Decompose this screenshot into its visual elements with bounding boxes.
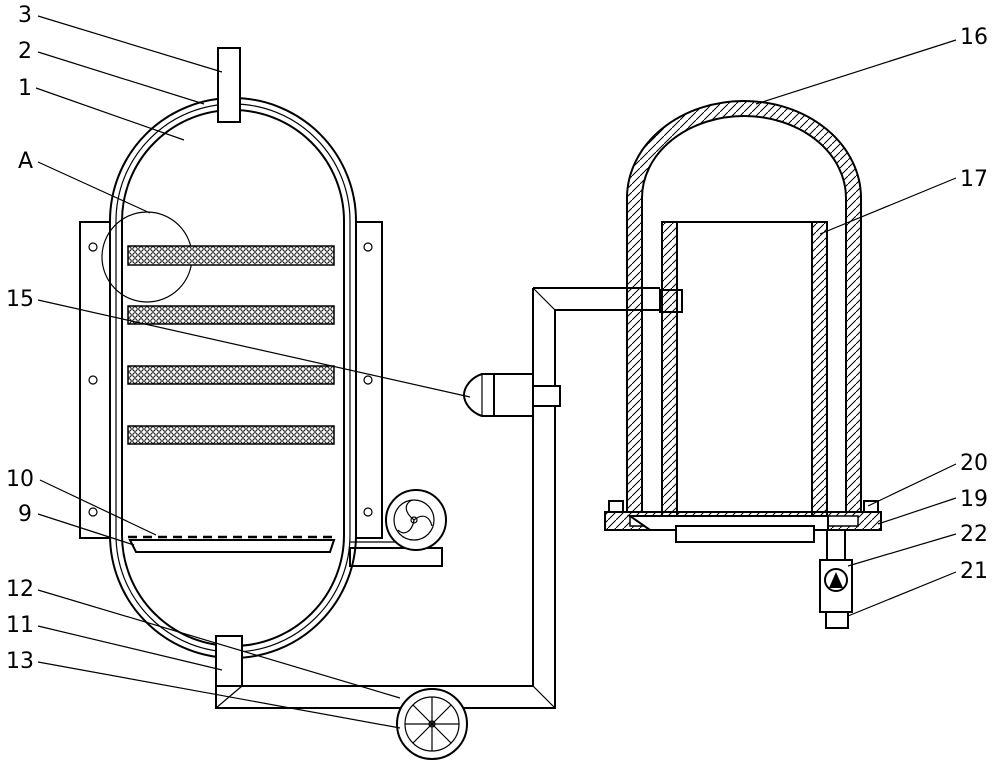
drain-outlet: [825, 611, 849, 629]
fan-base: [349, 547, 443, 567]
label-2: 2: [18, 39, 32, 64]
fan-housing: [385, 489, 447, 551]
bolt-hole: [363, 242, 373, 252]
label-11: 11: [6, 613, 34, 638]
label-15: 15: [6, 287, 34, 312]
label-20: 20: [960, 451, 988, 476]
mesh-tray: [127, 425, 335, 445]
label-16: 16: [960, 25, 988, 50]
fan-rotor: [393, 499, 435, 541]
label-17: 17: [960, 167, 988, 192]
mesh-tray: [127, 305, 335, 325]
mesh-tray: [127, 245, 335, 266]
bolt-hole: [363, 507, 373, 517]
fan-hub: [410, 516, 418, 524]
drain-valve-symbol: [829, 572, 843, 588]
label-10: 10: [6, 467, 34, 492]
top-pipe: [217, 47, 241, 123]
bottom-pipe-lower: [215, 310, 556, 709]
condenser-assembly: [604, 100, 882, 629]
pipe-miter: [532, 287, 556, 311]
fan-blade: [397, 519, 415, 534]
bottom-tray: [128, 539, 336, 553]
label-1: 1: [18, 76, 32, 101]
label-13: 13: [6, 649, 34, 674]
label-3: 3: [18, 3, 32, 28]
label-9: 9: [18, 502, 32, 527]
label-a: A: [18, 149, 33, 174]
pipe-miter: [532, 685, 556, 709]
fan-blade: [413, 515, 433, 527]
valve-stem: [532, 385, 561, 407]
flange-bolt: [863, 500, 879, 513]
vessel-assembly: [79, 47, 447, 687]
valve-dome: [462, 373, 495, 417]
bottom-pipe: [216, 288, 534, 687]
fan-blade: [405, 499, 415, 521]
bolt-hole: [88, 375, 98, 385]
flange-bolt: [608, 500, 624, 513]
bolt-hole: [88, 507, 98, 517]
label-21: 21: [960, 559, 988, 584]
label-19: 19: [960, 487, 988, 512]
label-12: 12: [6, 577, 34, 602]
label-22: 22: [960, 522, 988, 547]
bolt-hole: [363, 375, 373, 385]
bolt-hole: [88, 242, 98, 252]
inner-cylinder-wall: [811, 221, 828, 517]
bottom-outlet: [215, 635, 243, 687]
inner-cylinder-wall: [661, 221, 678, 517]
valve-body: [493, 373, 534, 417]
pump-spoke: [412, 704, 452, 744]
drain-pipe: [826, 529, 846, 561]
labels: 3 2 1 A 15 10 9 12 11 13 16 17 20 19 22 …: [6, 3, 988, 674]
leader-lines: [35, 15, 957, 729]
collector-dish: [675, 525, 815, 543]
mesh-tray: [127, 365, 335, 385]
